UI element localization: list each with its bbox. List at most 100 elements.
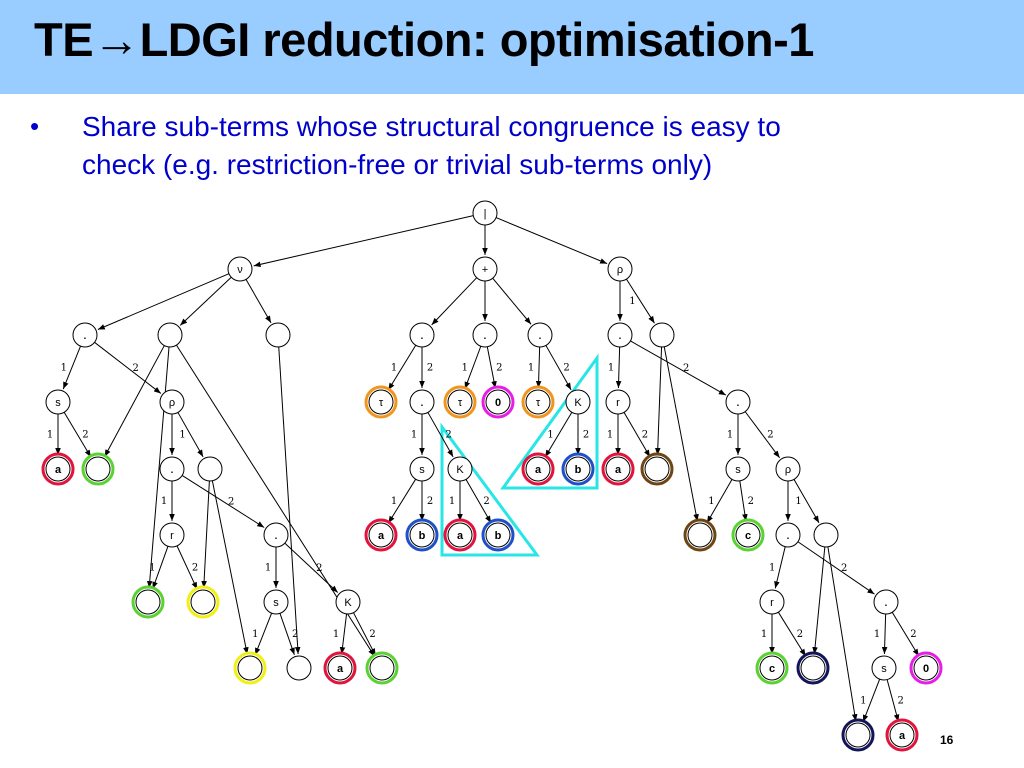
node-label: a	[615, 464, 622, 476]
tree-node-sA2: s	[263, 589, 289, 615]
edge-label: 2	[563, 363, 569, 374]
tree-edge	[486, 346, 497, 389]
tree-node-zero1: 0	[481, 385, 515, 419]
edge-label: 1	[629, 296, 635, 307]
tree-edge	[278, 346, 301, 655]
node-circle	[525, 456, 551, 482]
tree-edge	[812, 546, 826, 655]
edge-label: 2	[797, 629, 803, 640]
tree-edge	[535, 346, 542, 389]
edge-label: 1	[769, 563, 775, 574]
tree-edge	[465, 479, 492, 524]
node-label: r	[616, 397, 620, 409]
node-circle	[725, 456, 751, 482]
node-ring	[683, 518, 717, 552]
node-label: ρ	[169, 397, 175, 409]
node-label: .	[483, 326, 487, 342]
tree-node-greenA	[131, 585, 165, 619]
node-circle	[565, 456, 591, 482]
edge-label: 1	[252, 629, 258, 640]
tree-edge	[797, 541, 875, 595]
node-ring	[481, 385, 515, 419]
edge-label: 1	[333, 629, 339, 640]
tree-edge	[886, 679, 900, 722]
node-label: s	[735, 464, 741, 476]
edge-label: 2	[642, 430, 648, 441]
node-circle	[873, 589, 899, 615]
node-label: s	[419, 464, 425, 476]
node-ring	[443, 385, 477, 419]
node-ring	[841, 718, 875, 752]
tree-edge	[176, 545, 198, 590]
tree-node-tau2: τ	[443, 385, 477, 419]
node-label: .	[420, 393, 424, 409]
node-circle	[472, 256, 498, 282]
tree-node-blankA2	[197, 456, 223, 482]
node-circle	[845, 722, 871, 748]
node-circle	[687, 522, 713, 548]
tree-edge	[146, 346, 170, 589]
tree-node-yellowB	[233, 651, 267, 685]
edge-label: 2	[898, 696, 904, 707]
node-label: b	[575, 464, 582, 476]
tree-node-aKP: a	[443, 518, 477, 552]
node-label: 0	[923, 663, 929, 675]
node-ring	[186, 585, 220, 619]
tree-node-aA: a	[41, 452, 75, 486]
tree-edge	[626, 278, 655, 324]
node-ring	[521, 452, 555, 486]
edge-label: 1	[860, 696, 866, 707]
tree-edge	[464, 346, 482, 390]
slide-title: TE→LDGI reduction: optimisation-1	[34, 12, 814, 67]
tree-edge	[544, 412, 573, 458]
edge-label: 1	[47, 430, 53, 441]
node-circle	[72, 322, 98, 348]
edge-label: 2	[445, 430, 451, 441]
edge-label: 2	[427, 363, 433, 374]
node-label: .	[170, 460, 174, 476]
edge-label: 2	[369, 629, 375, 640]
bullet-text: Share sub-terms whose structural congrue…	[82, 108, 982, 184]
tree-edge	[63, 412, 92, 458]
node-label: b	[495, 530, 502, 542]
node-label: c	[745, 530, 751, 542]
node-circle	[45, 456, 71, 482]
node-circle	[335, 589, 361, 615]
tree-edge	[891, 612, 920, 657]
tree-edge	[654, 346, 663, 456]
edge-label: 1	[449, 496, 455, 507]
tree-edge	[431, 277, 478, 326]
node-ring	[364, 385, 398, 419]
edge-label: 1	[391, 363, 397, 374]
node-circle	[447, 456, 473, 482]
node-circle	[644, 456, 670, 482]
node-label: a	[899, 730, 906, 742]
tree-edge	[181, 475, 265, 528]
node-circle	[525, 389, 551, 415]
tree-edge	[254, 612, 273, 656]
node-label: τ	[458, 397, 463, 409]
tree-edge	[152, 546, 169, 589]
tree-node-rA: r	[159, 522, 185, 548]
tree-node-tau3: τ	[521, 385, 555, 419]
edge-label: 1	[265, 563, 271, 574]
edge-label: 1	[161, 496, 167, 507]
node-label: τ	[379, 397, 384, 409]
tree-node-dotA: .	[72, 322, 98, 348]
tree-edge	[94, 341, 162, 394]
tree-node-sA: s	[45, 389, 71, 415]
node-circle	[800, 655, 826, 681]
edge-label: 1	[462, 363, 468, 374]
edge-label: 1	[607, 430, 613, 441]
node-circle	[197, 456, 223, 482]
edge-label: 2	[583, 430, 589, 441]
edge-label: 2	[133, 363, 139, 374]
tree-node-rhoR2: ρ	[775, 456, 801, 482]
tree-edge	[495, 217, 608, 265]
node-ring	[755, 651, 789, 685]
tree-node-bS: b	[405, 518, 439, 552]
node-circle	[913, 655, 939, 681]
node-circle	[159, 456, 185, 482]
node-label: r	[770, 597, 774, 609]
